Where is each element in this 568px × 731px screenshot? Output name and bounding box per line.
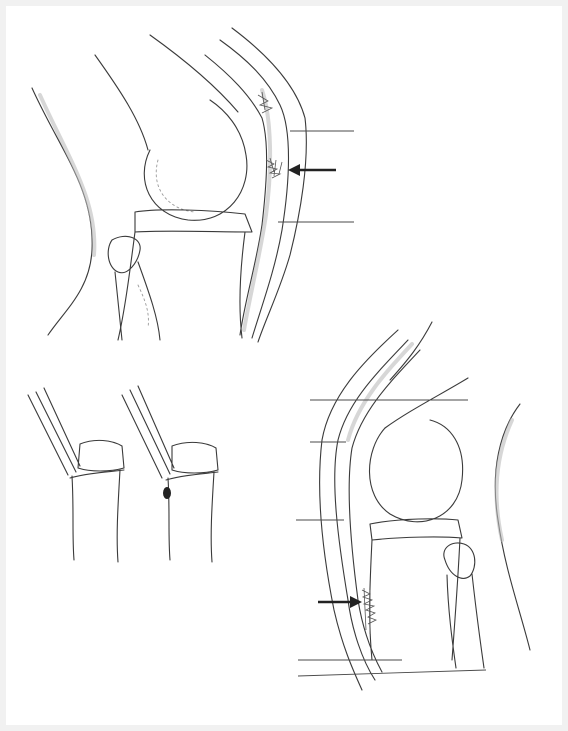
patellar-tendon-inner bbox=[349, 350, 420, 672]
leader-line-d5 bbox=[298, 670, 486, 676]
thigh-shading bbox=[40, 95, 94, 255]
calf-shading bbox=[497, 420, 512, 540]
tibia-shaft bbox=[370, 538, 460, 660]
femur-anterior-edge bbox=[150, 35, 238, 112]
fibula-head bbox=[108, 236, 140, 272]
tendon-strand-3 bbox=[44, 388, 80, 466]
tendon-strand-2 bbox=[130, 390, 170, 474]
tibia-detail-right bbox=[122, 386, 218, 562]
condyle-inner-line bbox=[156, 160, 195, 212]
tendon-strand-2 bbox=[36, 392, 76, 472]
skin-anterior bbox=[320, 330, 398, 690]
ossicle-fragment bbox=[163, 487, 171, 499]
tendon-strand-1 bbox=[122, 395, 162, 478]
tibial-epiphysis bbox=[78, 440, 124, 471]
femur-anterior-edge bbox=[390, 322, 432, 380]
tibial-epiphysis bbox=[172, 442, 218, 473]
tendon-shading bbox=[348, 344, 412, 440]
fibula-texture bbox=[138, 285, 148, 328]
fibula-shaft bbox=[115, 262, 160, 340]
tibial-plateau bbox=[135, 210, 252, 232]
anatomical-illustration bbox=[6, 6, 562, 725]
femoral-condyle bbox=[144, 100, 247, 220]
femur-posterior-edge bbox=[385, 378, 468, 428]
knee-lateral-view-bottom bbox=[296, 322, 530, 690]
quadriceps-tendon-outer bbox=[220, 40, 289, 338]
femur-posterior-edge bbox=[95, 55, 148, 150]
tendon-strand-3 bbox=[138, 386, 174, 468]
quadriceps-tendon-inner bbox=[205, 55, 267, 335]
knee-lateral-view-top bbox=[32, 28, 354, 342]
thigh-contour bbox=[32, 88, 92, 335]
arrow-tendon-lesion bbox=[288, 164, 336, 176]
tibia-shaft bbox=[118, 232, 245, 340]
tendon-strand-1 bbox=[28, 395, 68, 475]
arrow-tubercle-lesion bbox=[318, 596, 362, 608]
tibia-detail-left bbox=[28, 388, 124, 562]
figure-frame bbox=[6, 6, 562, 725]
tibia-shaft-right bbox=[168, 472, 214, 562]
femoral-condyle bbox=[369, 420, 462, 522]
tibia-shaft-left bbox=[72, 470, 120, 562]
